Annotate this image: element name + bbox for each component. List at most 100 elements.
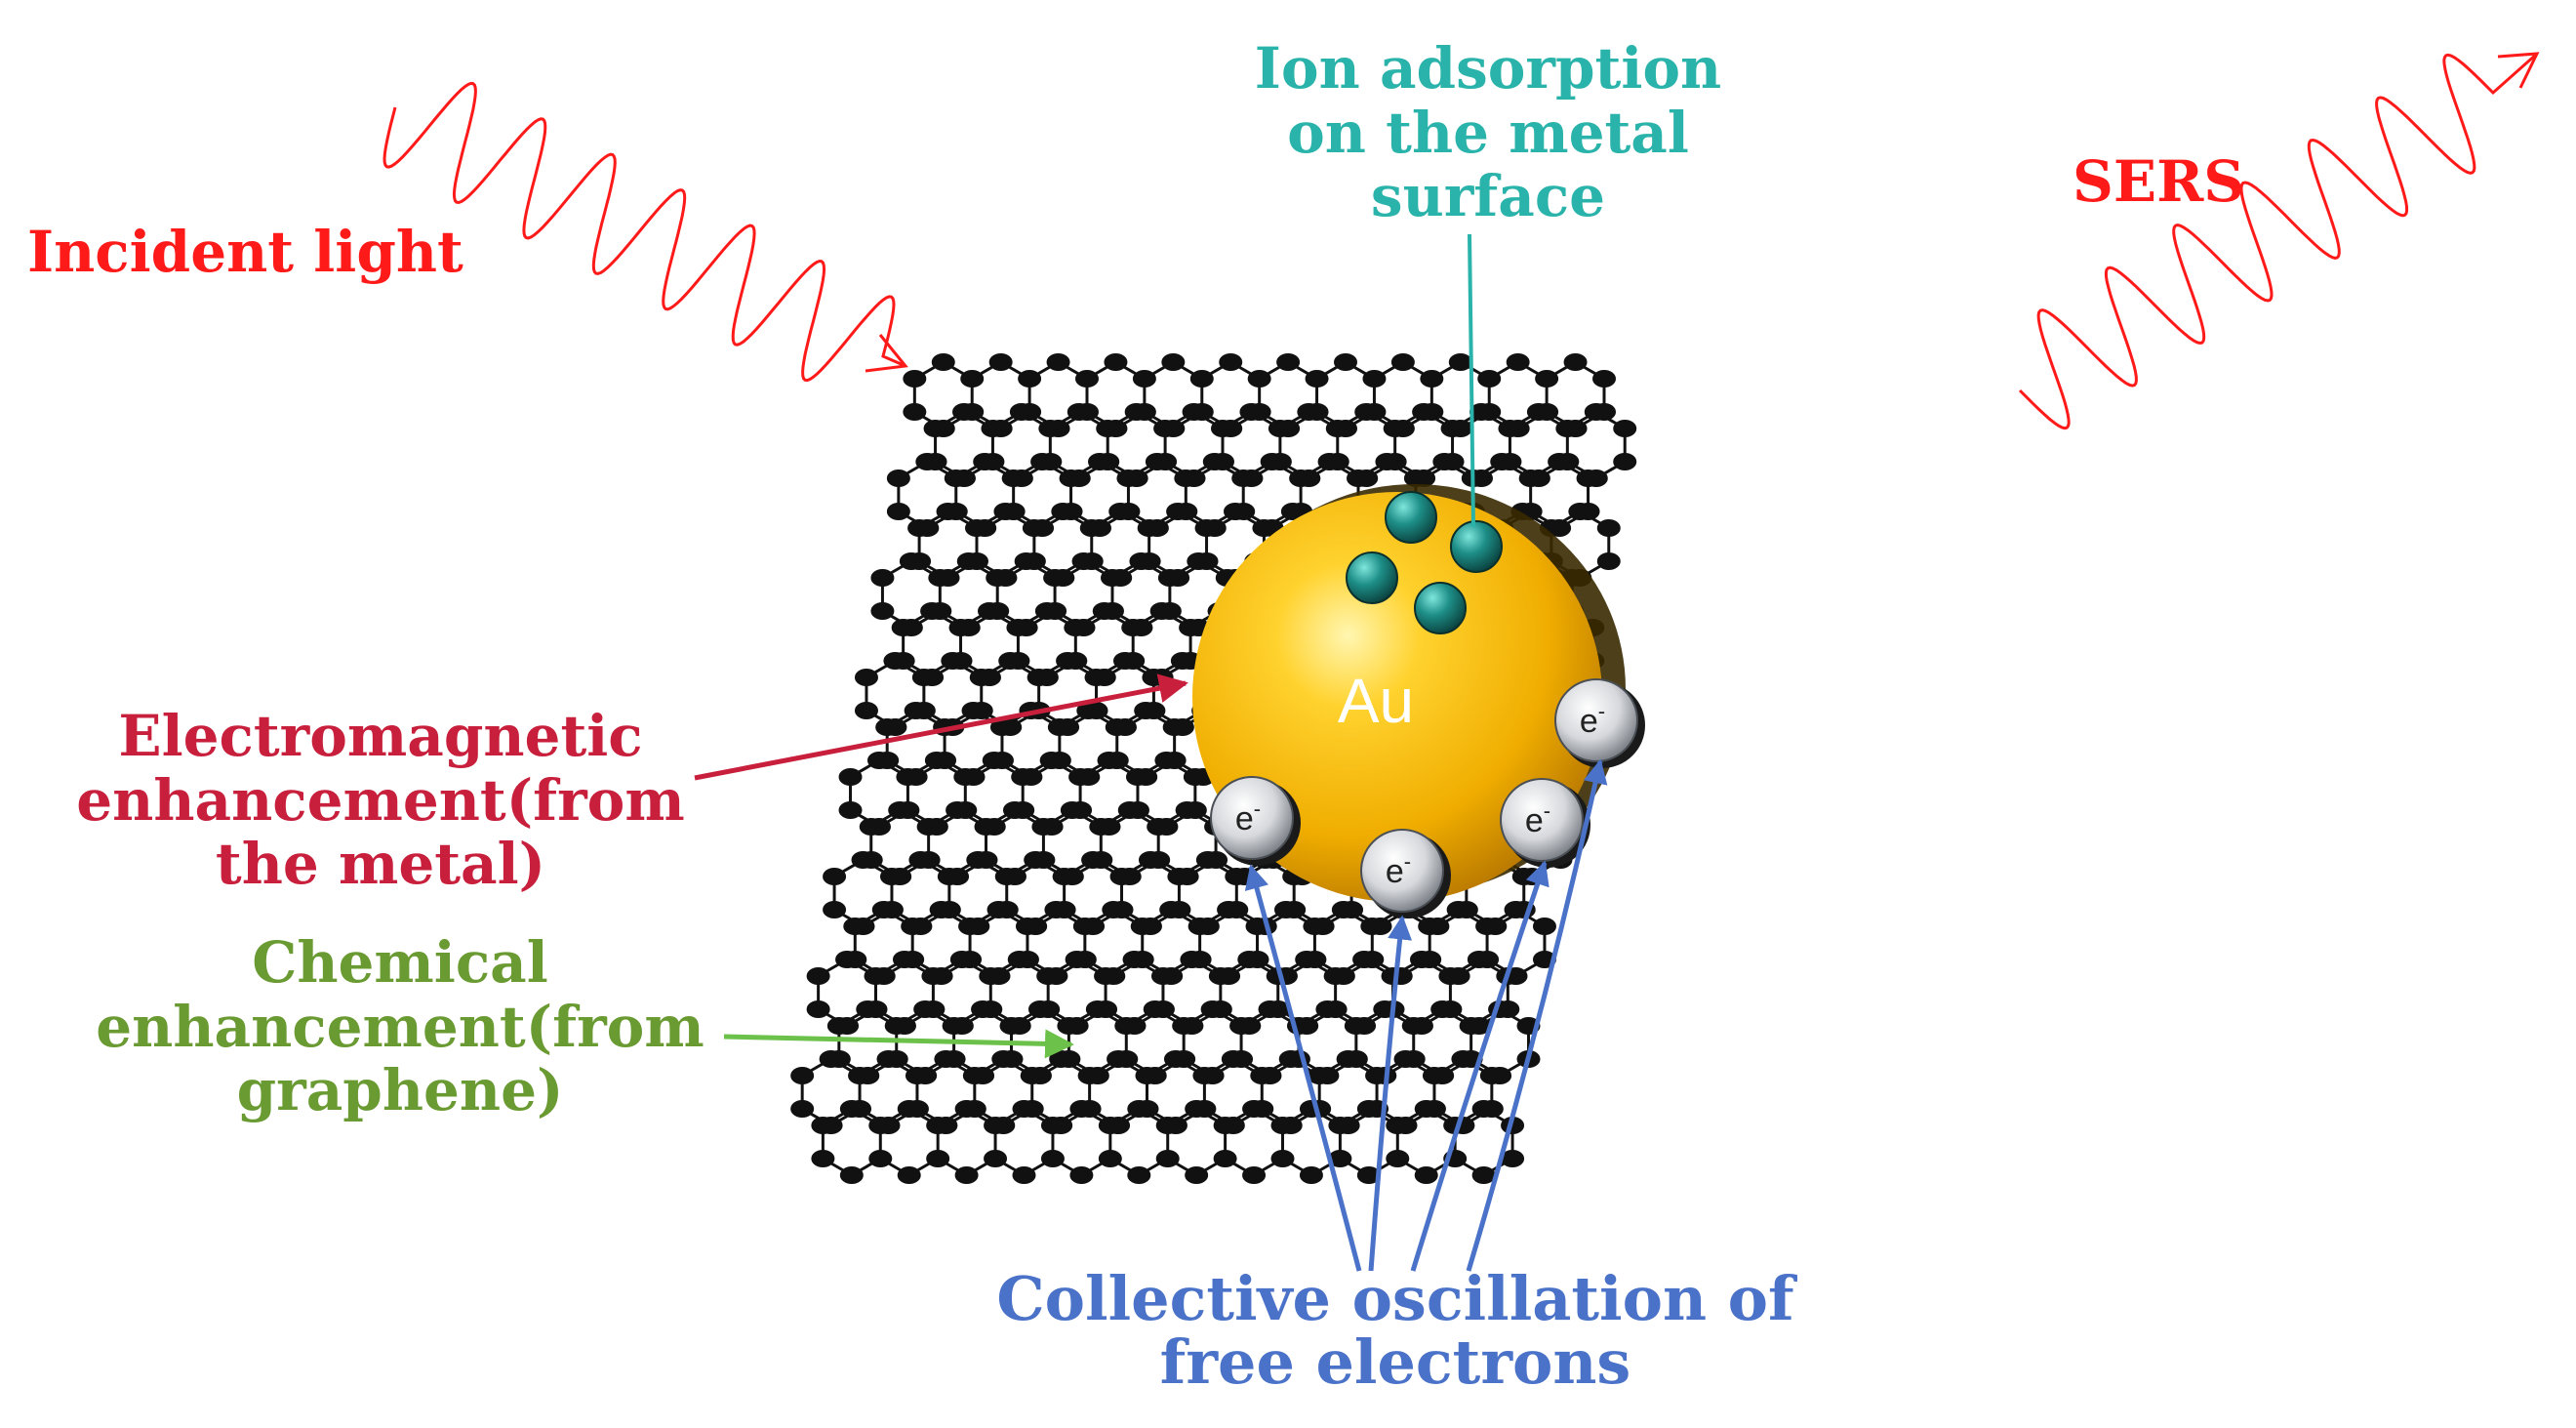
- carbon-atom: [839, 1100, 864, 1118]
- carbon-atom: [1170, 652, 1194, 670]
- carbon-atom: [1299, 1166, 1323, 1184]
- carbon-atom: [907, 519, 932, 537]
- carbon-atom: [1242, 1100, 1267, 1118]
- carbon-atom: [1362, 370, 1387, 388]
- ion-label-line: surface: [1370, 163, 1606, 230]
- carbon-atom: [924, 752, 948, 769]
- carbon-atom: [1155, 1150, 1180, 1167]
- ion-ball: [1414, 582, 1467, 634]
- chem-label-line: Chemical: [252, 929, 548, 996]
- carbon-atom: [1185, 1100, 1209, 1118]
- carbon-atom: [1451, 1050, 1475, 1068]
- carbon-atom: [1049, 1050, 1073, 1068]
- carbon-atom: [931, 353, 955, 371]
- carbon-atom: [1014, 552, 1038, 570]
- carbon-atom: [926, 1150, 950, 1167]
- carbon-atom: [896, 768, 920, 786]
- carbon-atom: [1356, 1166, 1381, 1184]
- carbon-atom: [884, 1017, 908, 1035]
- carbon-atom: [1159, 901, 1184, 918]
- carbon-atom: [1022, 519, 1046, 537]
- carbon-atom: [1504, 901, 1528, 918]
- carbon-atom: [1430, 1000, 1455, 1018]
- carbon-atom: [1471, 1166, 1496, 1184]
- carbon-atom: [1130, 918, 1154, 935]
- carbon-atom: [994, 868, 1019, 885]
- carbon-atom: [1352, 951, 1377, 968]
- carbon-atom: [1096, 420, 1120, 437]
- carbon-atom: [1328, 1150, 1352, 1167]
- electron: e-: [1210, 776, 1301, 866]
- em-label-line: Electromagnetic: [118, 703, 643, 769]
- carbon-atom: [1195, 851, 1220, 869]
- chem-arrow: [723, 1029, 1074, 1059]
- carbon-atom: [1334, 353, 1358, 371]
- carbon-atom: [916, 818, 941, 836]
- carbon-atom: [986, 901, 1011, 918]
- carbon-atom: [1117, 801, 1142, 819]
- carbon-atom: [903, 403, 927, 421]
- carbon-atom: [868, 1150, 893, 1167]
- carbon-atom: [1114, 1017, 1139, 1035]
- carbon-atom: [835, 951, 860, 968]
- carbon-atom: [1043, 569, 1067, 587]
- carbon-atom: [1303, 918, 1327, 935]
- carbon-atom: [1011, 768, 1035, 786]
- carbon-atom: [1548, 453, 1572, 470]
- carbon-atom: [1027, 1000, 1052, 1018]
- carbon-atom: [984, 1117, 1008, 1134]
- carbon-atom: [1270, 1117, 1295, 1134]
- incident-light-label: Incident light: [27, 219, 463, 285]
- carbon-atom: [1006, 619, 1030, 636]
- carbon-atom: [1393, 1050, 1418, 1068]
- carbon-atom: [1479, 1067, 1504, 1084]
- carbon-atom: [1475, 918, 1500, 935]
- carbon-atom: [864, 967, 888, 985]
- carbon-atom: [1354, 403, 1379, 421]
- carbon-atom: [1098, 1117, 1122, 1134]
- carbon-atom: [1273, 901, 1298, 918]
- carbon-atom: [1576, 469, 1600, 487]
- carbon-atom: [854, 702, 878, 719]
- carbon-atom: [1020, 1067, 1044, 1084]
- carbon-atom: [1200, 1000, 1225, 1018]
- carbon-atom: [1102, 901, 1126, 918]
- carbon-atom: [1418, 918, 1442, 935]
- carbon-atom: [1386, 1150, 1410, 1167]
- carbon-atom: [1112, 652, 1137, 670]
- carbon-atom: [1360, 918, 1385, 935]
- carbon-atom: [870, 569, 895, 587]
- electron: e-: [1360, 829, 1451, 918]
- carbon-atom: [1145, 453, 1169, 470]
- carbon-atom: [986, 569, 1010, 587]
- carbon-atom: [848, 1067, 872, 1084]
- carbon-atom: [1247, 370, 1271, 388]
- carbon-atom: [1613, 420, 1637, 437]
- carbon-atom: [1297, 403, 1321, 421]
- carbon-atom: [1568, 503, 1592, 520]
- carbon-atom: [998, 652, 1023, 670]
- carbon-atom: [1135, 1067, 1159, 1084]
- carbon-atom: [1511, 868, 1536, 885]
- carbon-atom: [1031, 818, 1056, 836]
- carbon-atom: [1154, 752, 1179, 769]
- carbon-atom: [1501, 1150, 1525, 1167]
- carbon-atom: [1270, 1150, 1295, 1167]
- carbon-atom: [954, 1166, 979, 1184]
- carbon-atom: [851, 851, 875, 869]
- carbon-atom: [1056, 652, 1080, 670]
- carbon-atom: [1077, 1067, 1102, 1084]
- carbon-atom: [1555, 420, 1580, 437]
- carbon-atom: [1210, 420, 1234, 437]
- em-label-line: enhancement(from: [76, 766, 685, 834]
- carbon-atom: [1009, 403, 1033, 421]
- carbon-atom: [1289, 469, 1313, 487]
- ion-ball: [1346, 551, 1398, 604]
- carbon-atom: [886, 469, 910, 487]
- carbon-atom: [1153, 420, 1178, 437]
- carbon-atom: [1471, 1100, 1496, 1118]
- carbon-atom: [1381, 967, 1405, 985]
- carbon-atom: [1098, 1150, 1122, 1167]
- carbon-atom: [811, 1150, 835, 1167]
- sers-label: SERS: [2073, 148, 2245, 215]
